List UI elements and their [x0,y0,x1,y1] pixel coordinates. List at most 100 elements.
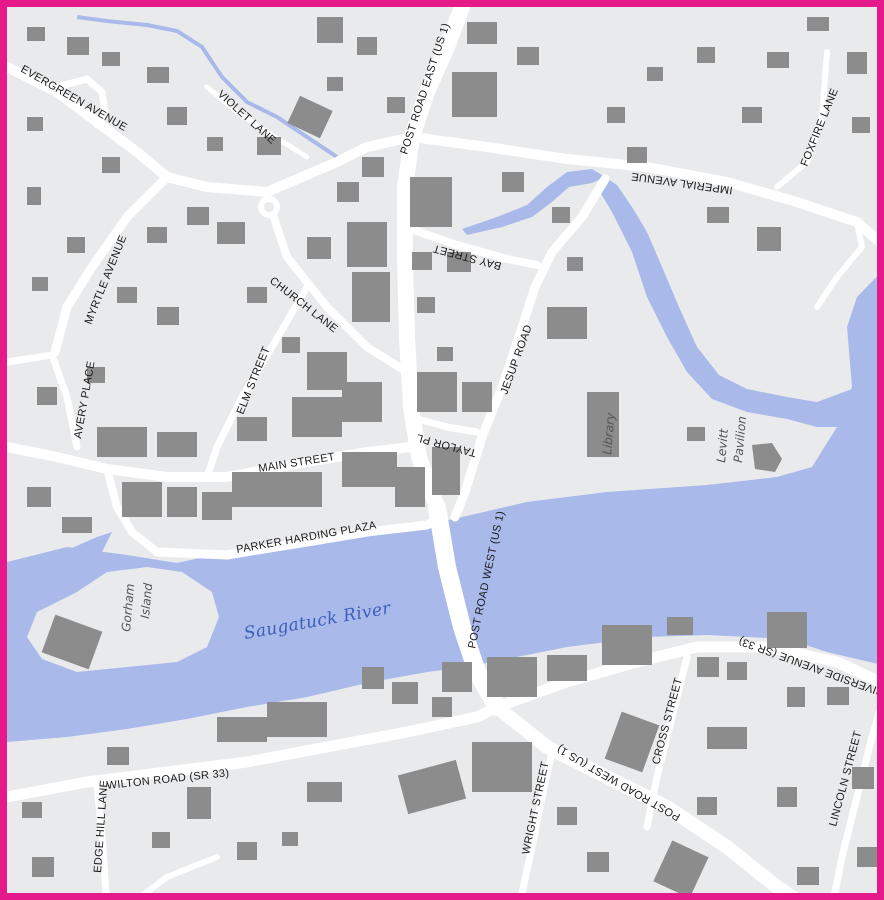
label-gorham-island-line1: Gorham [119,583,137,632]
building [362,157,384,177]
building [257,137,281,155]
building [357,37,377,55]
building [395,467,425,507]
building [472,742,532,792]
road-avery-place[interactable] [7,351,81,451]
building [447,252,471,272]
building [107,747,129,765]
building [167,487,197,517]
map-canvas[interactable]: POST ROAD EAST (US 1) EVERGREEN AVENUE V… [7,7,884,900]
road-wright-street[interactable] [518,748,556,900]
building [237,842,257,860]
label-library: Library [600,411,618,455]
building [697,657,719,677]
road-church-lane[interactable] [263,193,411,376]
road-south-spur[interactable] [127,854,220,900]
building [392,682,418,704]
building [502,172,524,192]
road-violet-lane[interactable] [204,84,310,160]
building [122,482,162,517]
building [352,272,390,322]
building [232,472,322,507]
road-cross-street[interactable] [643,653,691,831]
water-layer [7,15,877,742]
road-myrtle-avenue[interactable] [50,172,172,357]
building [552,207,570,223]
building [412,252,432,270]
road-wilton-road[interactable] [7,701,503,803]
building [653,840,709,893]
road-elm-street[interactable] [203,283,311,481]
road-post-road-east[interactable] [397,7,470,515]
building [282,832,298,846]
building [847,52,867,74]
building [767,612,807,648]
building [337,182,359,202]
building [317,17,343,43]
road-main-street-west[interactable] [103,465,161,556]
road-imperial-avenue[interactable] [407,132,884,252]
building [217,717,267,742]
building [152,832,170,848]
building [607,107,625,123]
building [777,787,797,807]
building [237,417,267,441]
building [432,447,460,495]
building [587,392,619,457]
building [217,222,245,244]
road-post-road-west-north[interactable] [428,498,506,716]
building [147,227,167,243]
road-taylor-pl[interactable] [407,413,481,436]
road-edge-hill-lane[interactable] [93,781,110,900]
building [187,787,211,819]
building [117,287,137,303]
building [202,492,232,520]
building [467,22,497,44]
building [604,711,660,773]
road-imperial-spur[interactable] [814,219,865,310]
building [452,72,497,117]
building [27,117,43,131]
building [487,657,537,697]
building [157,432,197,457]
label-levitt-pavilion-line1: Levitt [714,427,731,463]
building [292,397,342,437]
building [410,177,452,227]
road-riverside-avenue[interactable] [491,641,884,713]
building [727,662,747,680]
road-foxfire-lane[interactable] [774,49,830,190]
building [307,237,331,259]
building [687,427,705,441]
building [647,67,663,81]
building [667,617,693,635]
road-parker-harding-plaza[interactable] [152,514,444,560]
road-evergreen-avenue[interactable] [7,62,417,197]
building [207,137,223,151]
building [22,802,42,818]
road-post-road-west-south[interactable] [490,700,807,900]
building [787,687,805,707]
label-gorham-island-line2: Island [138,582,155,619]
building [857,847,877,867]
building [307,352,347,390]
road-lincoln-street[interactable] [831,687,884,900]
building [157,307,179,325]
road-bay-street[interactable] [401,223,541,269]
building [187,207,209,225]
building [462,382,492,412]
building [627,147,647,163]
building [327,77,343,91]
building [97,427,147,457]
building [852,767,874,789]
road-evergreen-loop[interactable] [53,75,109,129]
building [432,697,452,717]
gorham-island-cove [7,532,112,607]
building [417,372,457,412]
building [697,797,717,815]
building [557,807,577,825]
building [282,337,300,353]
building [602,625,652,665]
building [827,687,849,705]
road-jesup-road[interactable] [450,174,610,522]
